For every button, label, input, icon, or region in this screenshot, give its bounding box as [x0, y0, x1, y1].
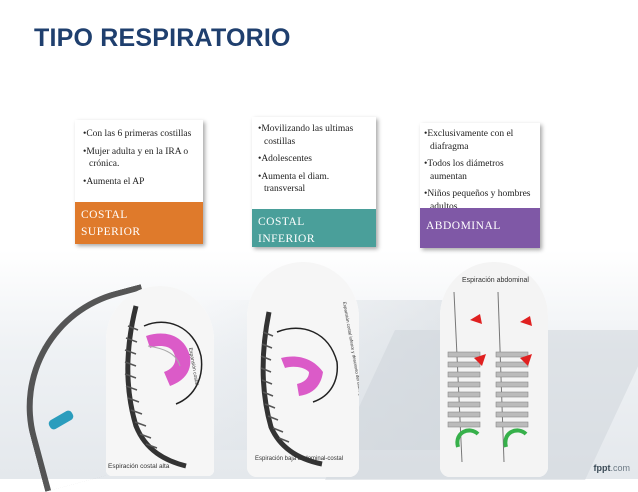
card-list: •Movilizando las ultimas costillas •Adol… — [258, 123, 372, 201]
footer-domain: .com — [610, 463, 630, 473]
card-label-line: ABDOMINAL — [426, 220, 501, 232]
footer-brand-name: fppt — [593, 463, 611, 473]
illustration-caption: Espiración costal alta — [108, 463, 170, 470]
slide-title: TIPO RESPIRATORIO — [34, 24, 291, 52]
card-label-band: COSTAL INFERIOR — [252, 209, 376, 247]
list-item: •Mujer adulta y en la IRA o crónica. — [83, 146, 189, 170]
spine-drawing: Expansión costal inferior y descenso del… — [247, 262, 359, 477]
arrow-icon — [470, 314, 482, 324]
card-costal-inferior: •Movilizando las ultimas costillas •Adol… — [252, 117, 376, 247]
illustration-costal-inferior: Expansión costal inferior y descenso del… — [247, 262, 359, 477]
card-label-band: COSTAL SUPERIOR — [75, 202, 203, 244]
skeleton-drawing: Espiración abdominal — [440, 262, 548, 477]
list-item: •Adolescentes — [258, 154, 312, 164]
footer-brand: fppt.com — [593, 463, 630, 473]
list-item: •Aumenta el diam. transversal — [258, 171, 330, 195]
card-label-line: COSTAL — [258, 216, 305, 228]
illustration-costal-superior: Expansión costal Espiración costal alta — [106, 286, 214, 476]
list-item: •Movilizando las ultimas costillas — [258, 124, 354, 147]
list-item: •Aumenta el AP — [83, 176, 145, 187]
card-label-line: INFERIOR — [258, 233, 316, 245]
card-list: •Exclusivamente con el diafragma •Todos … — [424, 128, 538, 218]
green-arrow-icon — [503, 428, 528, 448]
card-costal-superior: •Con las 6 primeras costillas •Mujer adu… — [75, 120, 203, 244]
card-label-band: ABDOMINAL — [420, 208, 540, 248]
arrow-icon — [520, 354, 532, 366]
spine-drawing: Expansión costal Espiración costal alta — [106, 286, 214, 476]
list-item: •Con las 6 primeras costillas — [83, 129, 192, 139]
illustration-caption: Espiración baja abdominal-costal — [255, 456, 343, 462]
list-item: •Todos los diámetros aumentan — [424, 159, 504, 182]
illustration-abdominal: Espiración abdominal — [440, 262, 548, 477]
illustration-caption: Espiración abdominal — [462, 277, 529, 284]
card-list: •Con las 6 primeras costillas •Mujer adu… — [83, 128, 199, 193]
arrow-icon — [474, 354, 486, 366]
list-item: •Exclusivamente con el diafragma — [424, 129, 514, 152]
card-label-line: COSTAL — [81, 209, 128, 221]
green-arrow-icon — [455, 428, 480, 448]
list-item: •Niños pequeños y hombres adultos — [424, 189, 531, 212]
arrow-icon — [520, 316, 532, 326]
card-abdominal: •Exclusivamente con el diafragma •Todos … — [420, 123, 540, 248]
card-label-line: SUPERIOR — [81, 226, 141, 238]
